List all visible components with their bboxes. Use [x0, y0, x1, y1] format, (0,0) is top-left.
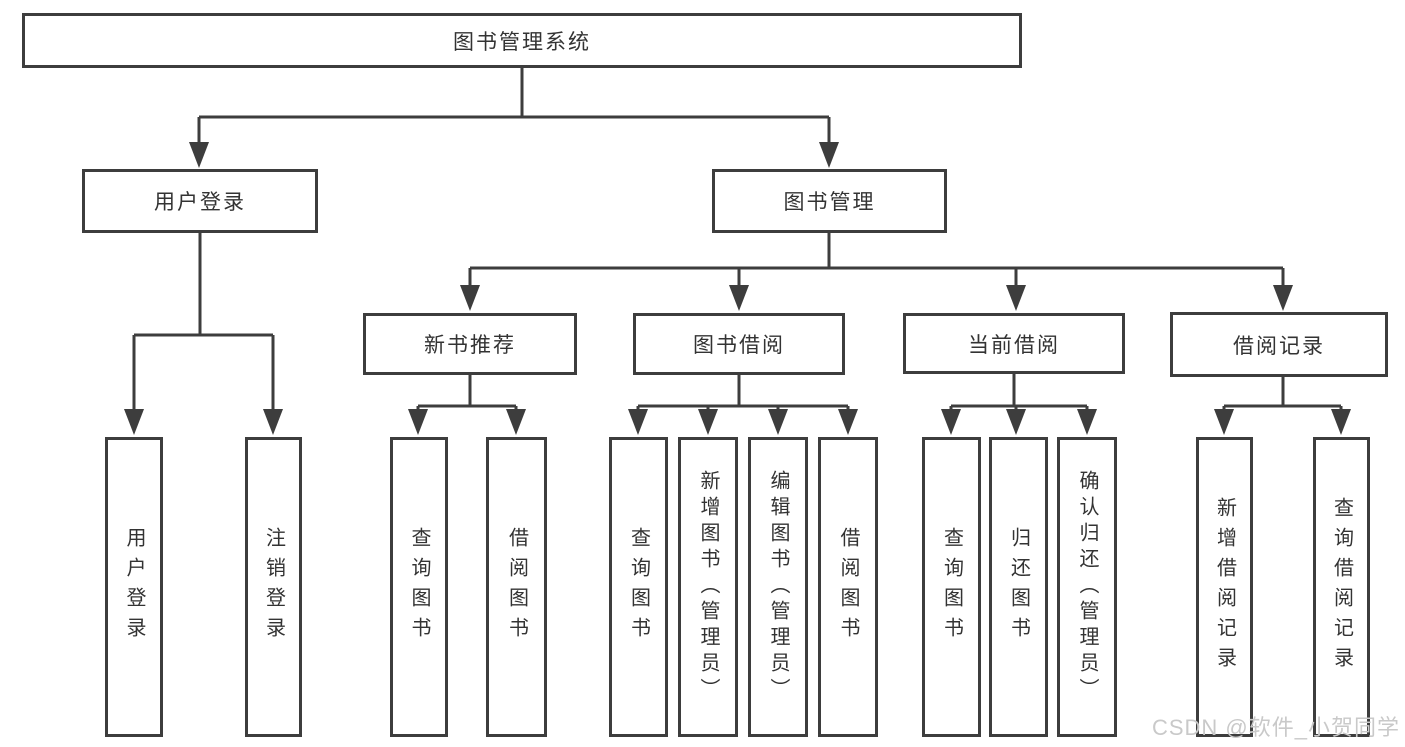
node-label: 借阅图书 [505, 527, 528, 647]
node-book-management: 图书管理 [712, 169, 947, 233]
node-label: 注销登录 [262, 527, 285, 647]
node-borrowing-records: 借阅记录 [1170, 312, 1388, 377]
leaf-query-books-borrowing: 查询图书 [609, 437, 668, 737]
node-label: 用户登录 [123, 527, 145, 647]
node-label: 图书管理 [783, 191, 876, 214]
leaf-edit-books-admin: 编辑图书（管理员） [748, 437, 808, 737]
leaf-query-books-current: 查询图书 [922, 437, 981, 737]
node-label: 借阅图书 [837, 527, 859, 647]
node-label: 新书推荐 [424, 334, 516, 357]
node-label: 图书借阅 [693, 334, 785, 357]
node-label: 查询图书 [940, 527, 963, 647]
node-user-login: 用户登录 [82, 169, 318, 233]
node-label: 查询借阅记录 [1330, 497, 1353, 677]
leaf-borrow-books-recommend: 借阅图书 [486, 437, 547, 737]
leaf-query-borrow-record: 查询借阅记录 [1313, 437, 1370, 737]
node-current-borrowing: 当前借阅 [903, 313, 1125, 374]
leaf-query-books-recommend: 查询图书 [390, 437, 448, 737]
node-new-book-recommendation: 新书推荐 [363, 313, 577, 375]
node-label: 编辑图书（管理员） [767, 470, 789, 704]
node-label: 新增图书（管理员） [697, 470, 719, 704]
node-label: 用户登录 [154, 191, 246, 214]
node-label: 当前借阅 [968, 333, 1060, 357]
node-label: 查询图书 [627, 527, 650, 647]
node-label: 查询图书 [408, 527, 430, 647]
node-label: 确认归还（管理员） [1076, 470, 1098, 704]
node-label: 借阅记录 [1233, 334, 1325, 358]
leaf-confirm-return-admin: 确认归还（管理员） [1057, 437, 1117, 737]
leaf-logout: 注销登录 [245, 437, 302, 737]
leaf-user-login: 用户登录 [105, 437, 163, 737]
leaf-add-borrow-record: 新增借阅记录 [1196, 437, 1253, 737]
node-library-management-system: 图书管理系统 [22, 13, 1022, 68]
node-label: 归还图书 [1007, 527, 1030, 647]
watermark: CSDN @软件_小贺同学 [1151, 715, 1400, 740]
leaf-add-books-admin: 新增图书（管理员） [678, 437, 738, 737]
leaf-borrow-books: 借阅图书 [818, 437, 878, 737]
node-book-borrowing: 图书借阅 [633, 313, 845, 375]
leaf-return-books: 归还图书 [989, 437, 1048, 737]
node-label: 新增借阅记录 [1213, 497, 1236, 677]
node-label: 图书管理系统 [453, 30, 591, 54]
